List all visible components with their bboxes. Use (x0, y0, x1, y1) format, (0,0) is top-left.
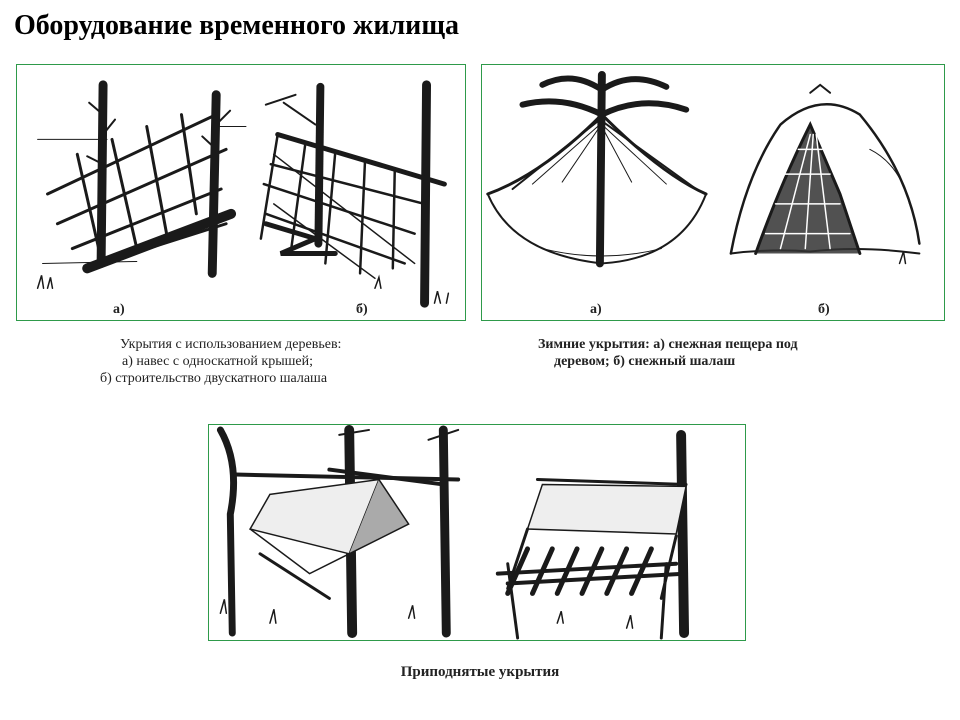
winter-shelters-label-a: а) (590, 302, 602, 317)
winter-shelters-caption-line-1: Зимние укрытия: а) снежная пещера под (538, 337, 798, 352)
raised-shelters-illustration (208, 424, 746, 641)
raised-shelters-drawing (216, 425, 690, 640)
tree-shelters-label-a: а) (113, 302, 125, 317)
winter-shelters-drawing (486, 70, 921, 268)
tree-shelters-caption: Укрытия с использованием деревьев: а) на… (100, 336, 420, 387)
winter-shelters-label-b: б) (818, 302, 830, 317)
tree-shelters-label-b: б) (356, 302, 368, 317)
tree-shelters-drawing (36, 80, 450, 308)
page-title: Оборудование временного жилища (14, 10, 459, 41)
raised-shelters-caption: Приподнятые укрытия (400, 664, 560, 680)
tree-shelters-illustration (16, 64, 466, 321)
winter-shelters-caption-line-2: деревом; б) снежный шалаш (554, 354, 736, 369)
tree-shelters-caption-line-2: а) навес с односкатной крышей; (122, 354, 314, 369)
winter-shelters-illustration (481, 64, 945, 321)
tree-shelters-caption-line-3: б) строительство двускатного шалаша (100, 371, 328, 386)
winter-shelters-caption: Зимние укрытия: а) снежная пещера под де… (538, 336, 918, 370)
tree-shelters-caption-line-1: Укрытия с использованием деревьев: (120, 337, 342, 352)
